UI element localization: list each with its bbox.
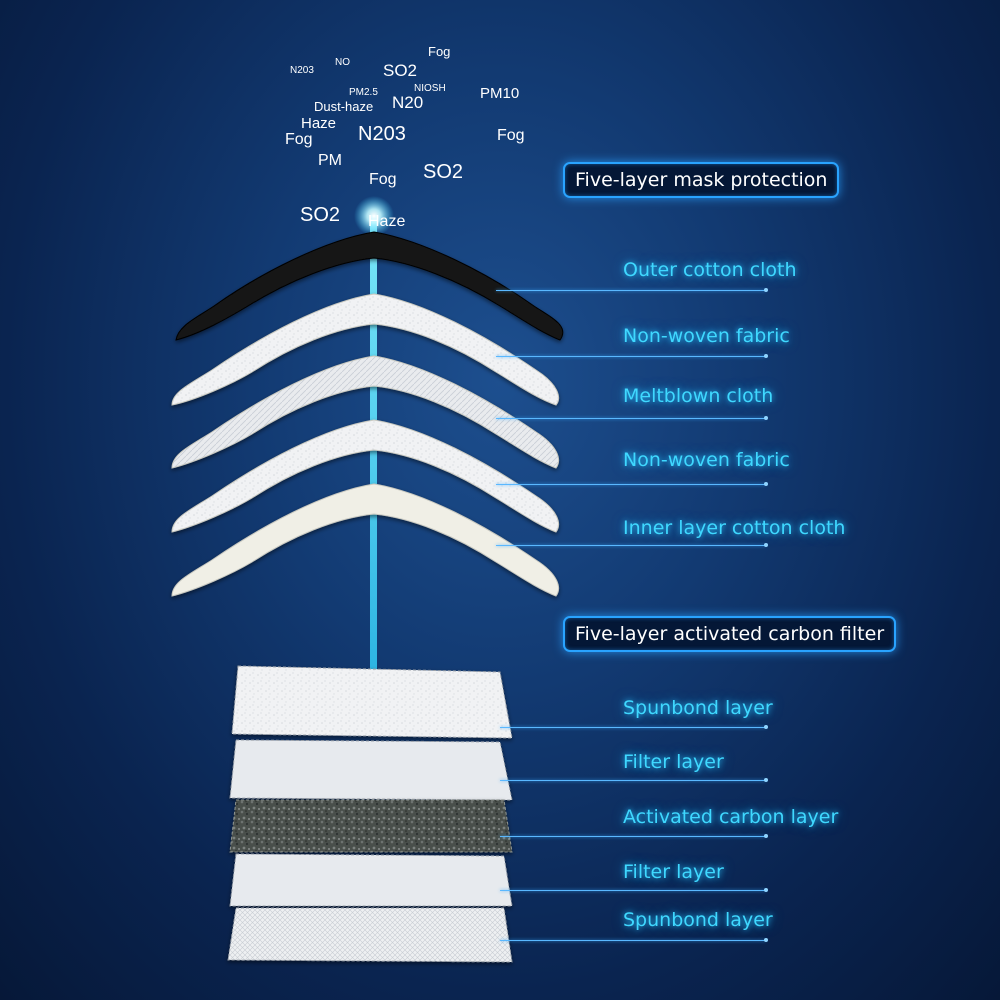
pollutant-label: PM xyxy=(318,152,342,169)
pollutant-label: Fog xyxy=(369,171,397,188)
leader-line xyxy=(500,940,766,941)
filter-layer-label: Activated carbon layer xyxy=(623,806,839,828)
leader-dot xyxy=(764,354,768,358)
leader-dot xyxy=(764,288,768,292)
filter-layer-spunbond-bottom xyxy=(227,907,513,963)
filter-layer-filter-2 xyxy=(229,853,513,907)
leader-dot xyxy=(764,416,768,420)
leader-dot xyxy=(764,778,768,782)
leader-line xyxy=(500,780,766,781)
mask-layer-label: Non-woven fabric xyxy=(623,449,790,471)
leader-dot xyxy=(764,725,768,729)
pollutant-label: SO2 xyxy=(300,204,341,226)
pollutant-label: N20 xyxy=(392,93,424,112)
filter-layer-spunbond-top xyxy=(231,665,513,739)
leader-line xyxy=(500,890,766,891)
pollutant-label: Fog xyxy=(285,131,313,148)
leader-line xyxy=(496,356,766,357)
filter-layer-filter-1 xyxy=(229,739,513,801)
mask-layer-inner-cotton xyxy=(171,483,559,597)
leader-dot xyxy=(764,543,768,547)
pollutant-label: Fog xyxy=(428,44,451,59)
leader-dot xyxy=(764,834,768,838)
filter-layer-label: Spunbond layer xyxy=(623,909,773,931)
beam-glow xyxy=(354,196,394,236)
mask-layer-meltblown xyxy=(171,355,559,469)
mask-section-title: Five-layer mask protection xyxy=(563,162,840,198)
pollutant-label: NO xyxy=(335,57,350,68)
pollutant-label: SO2 xyxy=(383,61,418,80)
pollutant-label: N203 xyxy=(358,123,406,145)
mask-layer-nonwoven-2 xyxy=(171,419,559,533)
mask-layer-label: Non-woven fabric xyxy=(623,325,790,347)
pollutant-label: Dust-haze xyxy=(314,99,374,114)
leader-line xyxy=(500,836,766,837)
filter-section-title: Five-layer activated carbon filter xyxy=(563,616,897,652)
leader-line xyxy=(496,418,766,419)
pollutant-label: SO2 xyxy=(423,161,464,183)
pollutant-label: NIOSH xyxy=(414,83,446,94)
pollutant-label: PM2.5 xyxy=(349,87,378,98)
mask-layer-label: Inner layer cotton cloth xyxy=(623,517,846,539)
leader-dot xyxy=(764,482,768,486)
leader-line xyxy=(500,727,766,728)
mask-layer-label: Meltblown cloth xyxy=(623,385,774,407)
mask-layer-outer xyxy=(175,231,564,341)
filter-layer-label: Filter layer xyxy=(623,861,724,883)
leader-dot xyxy=(764,938,768,942)
filter-layer-label: Spunbond layer xyxy=(623,697,773,719)
beam-upper xyxy=(370,215,377,695)
mask-layer-nonwoven-1 xyxy=(171,293,559,406)
pollutant-label: Haze xyxy=(368,213,406,230)
pollutant-label: N203 xyxy=(290,65,314,76)
filter-layer-label: Filter layer xyxy=(623,751,724,773)
mask-layer-label: Outer cotton cloth xyxy=(623,259,797,281)
leader-dot xyxy=(764,888,768,892)
leader-line xyxy=(496,290,766,291)
leader-line xyxy=(496,484,766,485)
pollutant-label: Haze xyxy=(301,115,337,132)
filter-layer-carbon xyxy=(229,799,513,853)
pollutant-label: PM10 xyxy=(480,85,520,102)
leader-line xyxy=(496,545,766,546)
pollutant-label: Fog xyxy=(497,127,525,144)
